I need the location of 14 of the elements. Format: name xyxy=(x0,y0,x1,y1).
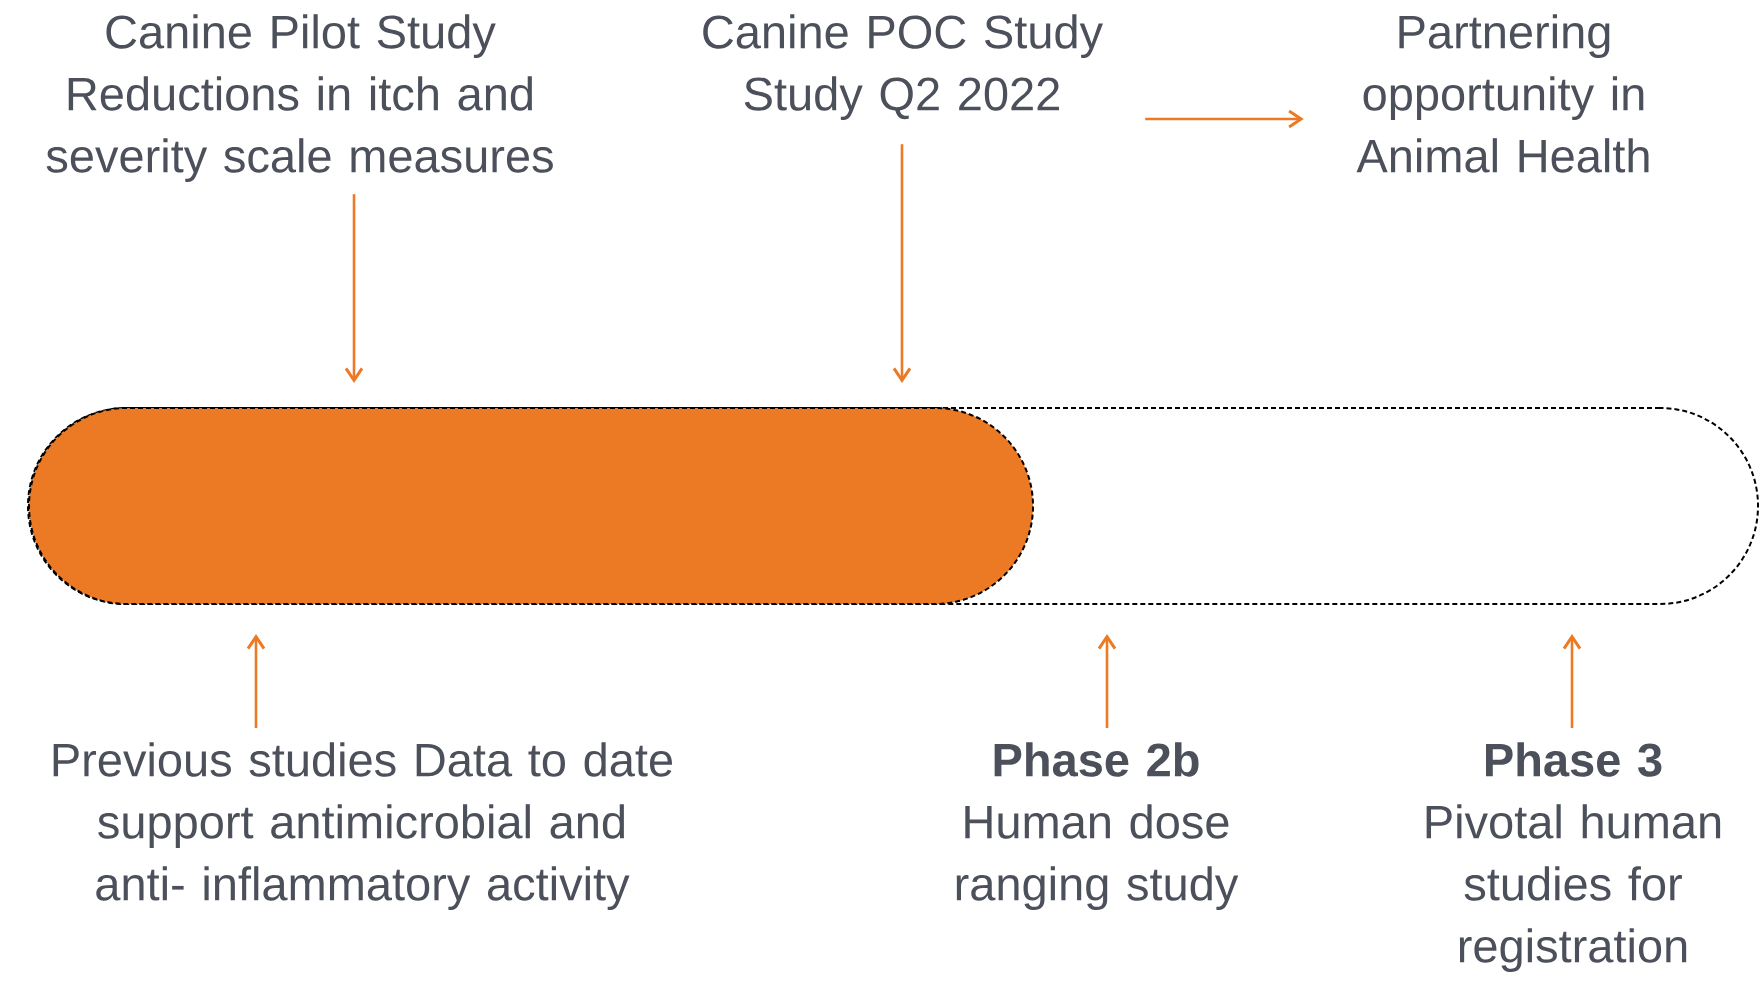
arrow xyxy=(1145,109,1304,129)
arrow xyxy=(344,194,364,383)
milestone-text: Partnering opportunity in Animal Health xyxy=(1356,14,1649,173)
arrow xyxy=(1562,634,1582,728)
milestone-text: Phase 3 Pivotal human studies for registration xyxy=(1426,742,1721,972)
milestone-text: Canine Pilot Study Reductions in itch and severity scale measures xyxy=(46,14,553,182)
milestone-text: Phase 2b Human dose ranging study xyxy=(956,742,1239,910)
progress-track xyxy=(27,407,1759,605)
arrow xyxy=(892,144,912,383)
arrow xyxy=(246,634,266,728)
progress-bar xyxy=(28,407,1034,605)
milestone-text: Canine POC Study Study Q2 2022 xyxy=(703,14,1103,120)
arrow xyxy=(1097,634,1117,728)
milestone-text: Previous studies Data to date support antimicrobial and anti- inflammatory activity xyxy=(53,742,673,910)
